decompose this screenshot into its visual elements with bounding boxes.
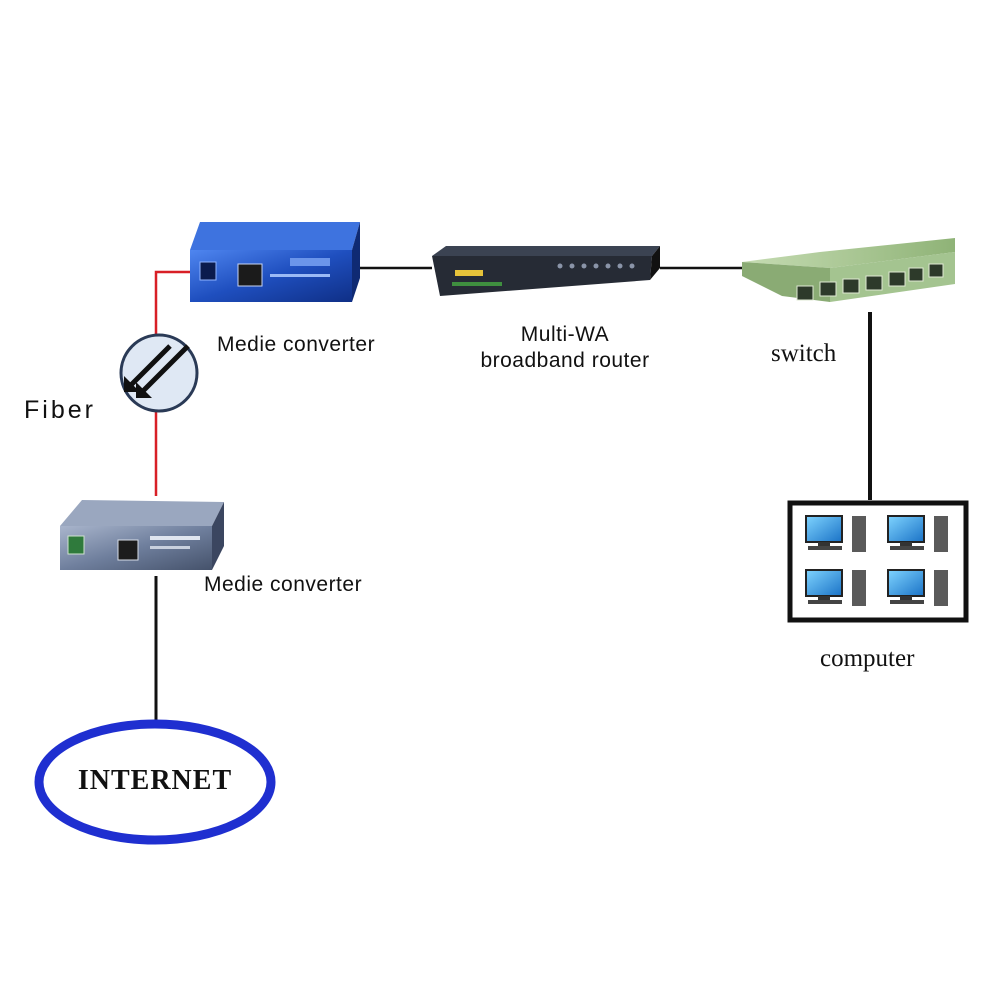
media-converter-bottom-label: Medie converter (204, 573, 363, 596)
internet-label: INTERNET (77, 765, 233, 796)
router-label-line1: Multi-WA (520, 323, 610, 346)
connections (154, 266, 872, 722)
pc-unit (887, 569, 948, 606)
fiber-label: Fiber (24, 396, 96, 424)
router-label: Multi-WA broadband router (440, 322, 690, 374)
media-converter-top-icon (190, 222, 360, 302)
pc-unit (805, 569, 866, 606)
computer-label: computer (820, 645, 915, 672)
switch-label: switch (771, 340, 837, 367)
internet-cloud (34, 719, 276, 845)
pc-unit (805, 515, 866, 552)
router-icon (432, 246, 660, 296)
media-converter-top-label: Medie converter (217, 333, 376, 356)
switch-icon (742, 238, 955, 302)
media-converter-bottom-icon (60, 500, 224, 570)
fiber-cable (154, 270, 190, 496)
computer-icon (787, 500, 969, 623)
router-label-line2: broadband router (480, 349, 650, 372)
pc-unit (887, 515, 948, 552)
fiber-icon (119, 333, 199, 413)
